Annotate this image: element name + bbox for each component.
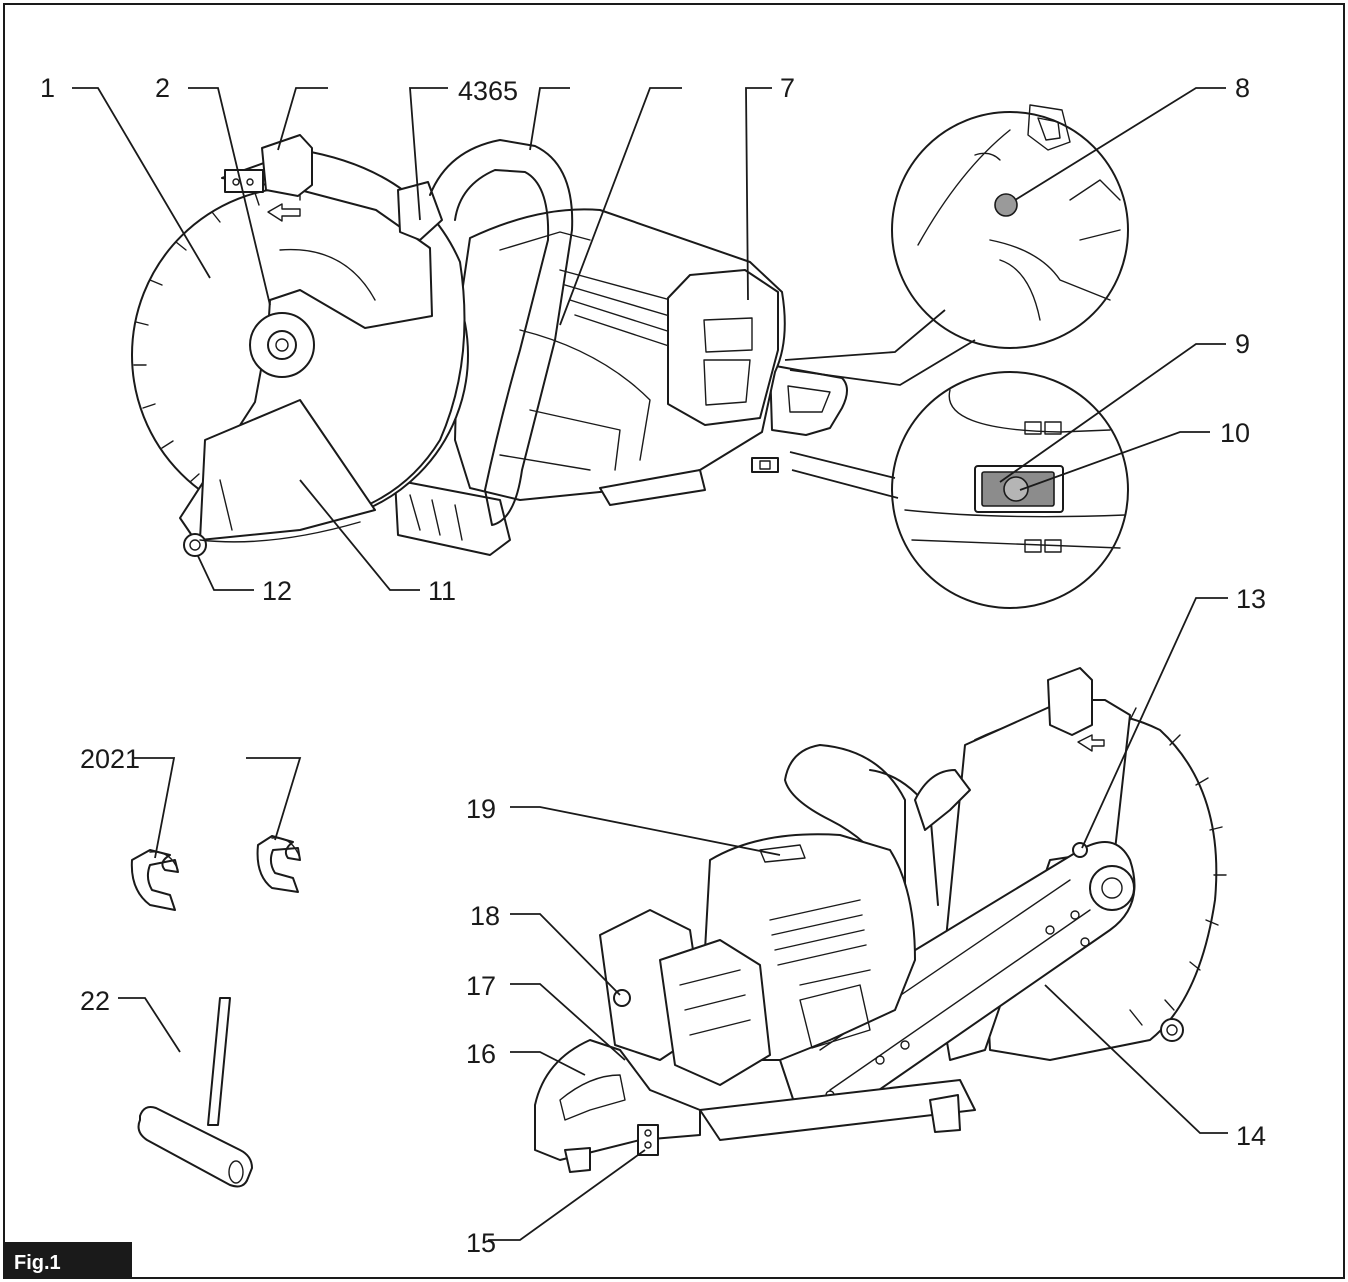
callout-7: 7	[780, 73, 795, 103]
front-handle	[429, 139, 574, 526]
callout-labels: 1 2 4365 7 8 9 10 11 12 13 14 15 16 17 1…	[40, 73, 1266, 1258]
button-8-icon	[994, 193, 1018, 217]
callout-1: 1	[40, 73, 55, 103]
callout-14: 14	[1236, 1121, 1266, 1151]
callout-22: 22	[80, 986, 110, 1016]
detail-circle-switch-9-10	[789, 371, 1129, 609]
accessory-clip-right	[256, 835, 301, 893]
callout-2: 2	[155, 73, 170, 103]
figure-label: Fig.1	[14, 1252, 61, 1274]
box-wrench	[137, 997, 253, 1188]
callout-8: 8	[1235, 73, 1250, 103]
callout-13: 13	[1236, 584, 1266, 614]
figure-label-box	[4, 1242, 132, 1278]
power-cutter-front-view	[131, 134, 848, 557]
power-cutter-side-view	[534, 667, 1227, 1173]
callout-18: 18	[470, 901, 500, 931]
callout-10: 10	[1220, 418, 1250, 448]
callout-19: 19	[466, 794, 496, 824]
callout-16: 16	[466, 1039, 496, 1069]
callout-4365: 4365	[458, 76, 518, 106]
callout-11: 11	[428, 576, 456, 606]
cutting-arm	[779, 841, 1136, 1111]
callout-9: 9	[1235, 329, 1250, 359]
switch-indicator-10	[1003, 476, 1029, 502]
accessory-clip-left	[130, 849, 179, 911]
callout-15: 15	[466, 1228, 496, 1258]
leader-lines	[72, 87, 1228, 1241]
detail-circle-button-8	[784, 104, 1129, 386]
figure-border	[3, 3, 1345, 1279]
callout-2021: 2021	[80, 744, 140, 774]
callout-12: 12	[262, 576, 292, 606]
callout-17: 17	[466, 971, 496, 1001]
